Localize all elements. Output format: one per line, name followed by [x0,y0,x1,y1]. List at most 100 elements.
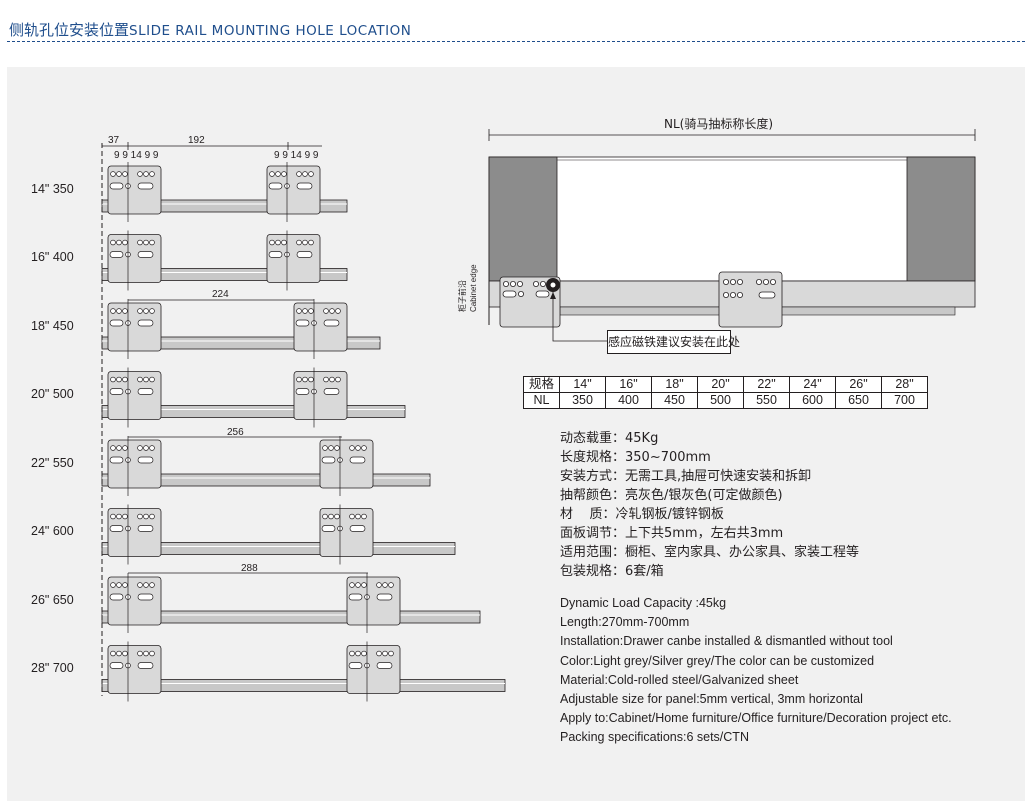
mounting-hole [149,308,155,314]
spec-cell: 14" [559,376,606,393]
spec-zh-line: 包装规格：6套/箱 [560,564,664,579]
slot-hole [349,525,366,532]
dim-192: 192 [188,135,205,146]
spec-cell: 550 [743,392,790,409]
drawer-illustration: 柜子前沿 Cabinet edge [457,129,976,342]
mounting-hole [308,239,314,246]
rails-group [101,162,506,702]
header-divider [7,41,1025,42]
mounting-hole [137,513,143,520]
spec-cell: 26" [835,376,882,393]
mounting-hole [269,171,275,177]
slot-hole [109,456,124,464]
mounting-hole [143,582,149,588]
mounting-hole [110,171,116,177]
dim-holes-right: 9 9 14 9 9 [274,150,319,161]
slot-hole [323,319,340,327]
cabinet-edge-zh: 柜子前沿 [457,280,467,312]
mounting-hole [122,376,128,383]
dim-288: 288 [241,563,258,574]
spec-cell: 28" [881,376,928,393]
mounting-hole [110,445,116,451]
spec-zh-line: 适用范围：橱柜、室内家具、办公家具、家装工程等 [560,545,860,560]
mounting-hole [376,650,382,657]
spec-cell: 规格 [523,376,560,393]
front-bracket [107,439,162,489]
mounting-hole [355,513,361,520]
spec-zh-line: 长度规格：350~700mm [560,450,711,465]
slot-hole [109,388,124,395]
spec-en-line: Apply to:Cabinet/Home furniture/Office f… [560,711,952,726]
slot-hole [376,593,393,601]
mounting-hole [296,308,302,314]
mounting-hole [302,376,308,383]
slot-hole [137,182,154,190]
mounting-hole [323,308,329,314]
mounting-hole [302,239,308,246]
spec-en-line: Dynamic Load Capacity :45kg [560,596,727,610]
mounting-hole [143,239,149,246]
slot-hole [268,182,283,190]
rear-bracket [266,234,321,283]
mounting-hole [269,239,275,246]
mounting-hole [137,445,143,451]
mounting-hole [361,513,367,520]
spec-cell: 20" [697,376,744,393]
spec-table: 规格 14" 16" 18" 20" 22" 24" 26" 28" NL 35… [523,376,928,409]
header-title-en: SLIDE RAIL MOUNTING HOLE LOCATION [129,23,412,39]
slot-hole [109,182,124,190]
dim-224: 224 [212,289,229,300]
mounting-hole [323,376,329,383]
mounting-hole [110,582,116,588]
slot-hole [321,456,336,464]
mounting-hole [329,376,335,383]
front-bracket [107,165,162,215]
slot-hole [137,388,154,395]
mounting-hole [329,308,335,314]
slot-hole [295,388,310,395]
mounting-hole [281,239,287,246]
spec-zh-line: 抽帮颜色：亮灰色/银灰色(可定做颜色) [560,488,783,503]
mounting-hole [149,445,155,451]
spec-zh-line: 安装方式：无需工具,抽屉可快速安装和拆卸 [560,469,812,484]
slot-hole [348,662,363,669]
mounting-hole [322,445,328,451]
row-label-14: 14" 350 [31,182,74,196]
spec-table-header-row: 规格 14" 16" 18" 20" 22" 24" 26" 28" [523,376,928,393]
mounting-hole [116,308,122,314]
spec-cell: 400 [605,392,652,409]
mounting-hole [116,513,122,520]
mounting-hole [137,171,143,177]
mounting-hole [116,445,122,451]
front-bracket [107,508,162,557]
mounting-hole [110,239,116,246]
slot-hole [137,251,154,258]
row-label-24: 24" 600 [31,524,74,538]
header-title-zh: 侧轨孔位安装位置 [9,21,130,39]
slot-hole [296,182,313,190]
mounting-hole [122,171,128,177]
spec-cell: 18" [651,376,698,393]
mounting-hole [116,582,122,588]
mounting-hole [122,650,128,657]
rear-bracket [319,508,374,557]
spec-en-line: Length:270mm-700mm [560,615,690,630]
mounting-hole [137,239,143,246]
spec-cell: 22" [743,376,790,393]
slot-hole [109,319,124,327]
mounting-hole [143,650,149,657]
spec-cell: 24" [789,376,836,393]
rear-bracket [266,165,321,215]
spec-en-line: Packing specifications:6 sets/CTN [560,730,749,745]
mounting-hole [308,308,314,314]
slot-hole [109,525,124,532]
mounting-hole [143,171,149,177]
mounting-hole [302,308,308,314]
magnet-callout: 感应磁铁建议安装在此处 [607,330,740,354]
nl-dimension-label: NL(骑马抽标称长度) [664,117,774,131]
spec-cell: 600 [789,392,836,409]
mounting-hole [335,376,341,383]
spec-zh-line: 面板调节：上下共5mm，左右共3mm [560,526,784,541]
mounting-hole [334,513,340,520]
